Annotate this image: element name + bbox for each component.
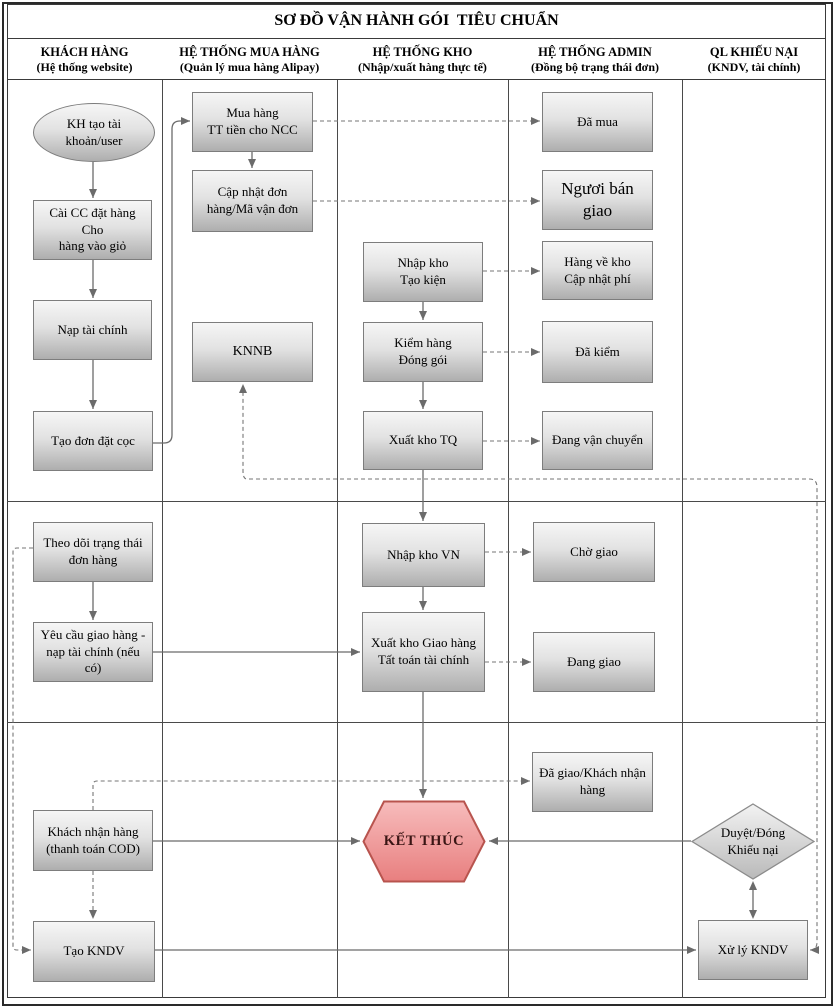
node-dang-giao: Đang giao [533, 632, 655, 692]
node-label: Hàng về kho Cập nhật phí [564, 253, 631, 286]
node-label: Khách nhận hàng (thanh toán COD) [46, 823, 140, 856]
band-divider-1 [7, 501, 826, 502]
node-label: Mua hàng TT tiền cho NCC [207, 105, 298, 137]
node-nap-tai-chinh: Nạp tài chính [33, 300, 152, 360]
node-duyet-dong-khieu-nai: Duyệt/Đóng Khiếu nại [691, 803, 815, 880]
node-kh-tao-tai-khoan: KH tạo tài khoản/user [33, 103, 155, 162]
node-xuat-kho-giao-hang: Xuất kho Giao hàng Tất toán tài chính [362, 612, 485, 692]
node-nhap-kho-tao-kien: Nhập kho Tạo kiện [363, 242, 483, 302]
node-label: Chờ giao [570, 543, 618, 559]
lane-header-admin: HỆ THỐNG ADMIN (Đồng bộ trạng thái đơn) [508, 39, 682, 80]
node-label: Nhập kho VN [387, 546, 460, 562]
node-xu-ly-kndv: Xử lý KNDV [698, 920, 808, 980]
node-cai-cc-dat-hang: Cài CC đặt hàng Cho hàng vào giỏ [33, 200, 152, 260]
node-theo-doi-trang-thai: Theo dõi trạng thái đơn hàng [33, 522, 153, 582]
lane-name: QL KHIẾU NẠI [709, 44, 799, 59]
node-khach-nhan-hang: Khách nhận hàng (thanh toán COD) [33, 810, 153, 871]
node-label: Đã kiểm [575, 343, 620, 359]
node-label: Đã giao/Khách nhận hàng [539, 765, 646, 797]
end-hexagon-shape [362, 800, 486, 883]
diagram-title: SƠ ĐỒ VẬN HÀNH GÓI TIÊU CHUẨN [7, 4, 826, 39]
lane-header-mua-hang: HỆ THỐNG MUA HÀNG (Quản lý mua hàng Alip… [162, 39, 337, 80]
node-knnb: KNNB [192, 322, 313, 382]
node-cap-nhat-don: Cập nhật đơn hàng/Mã vận đơn [192, 170, 313, 232]
lane-name: HỆ THỐNG ADMIN [538, 44, 652, 59]
node-label: Kiểm hàng Đóng gói [394, 335, 452, 367]
node-da-giao-khach-nhan: Đã giao/Khách nhận hàng [532, 752, 653, 812]
node-dang-van-chuyen: Đang vận chuyển [542, 411, 653, 470]
node-label: Đang vận chuyển [552, 432, 643, 448]
band-divider-2 [7, 722, 826, 723]
lane-subtitle: (Đồng bộ trạng thái đơn) [531, 59, 659, 74]
lane-divider-1 [162, 80, 163, 998]
node-label: Nạp tài chính [57, 321, 128, 337]
node-kiem-hang: Kiểm hàng Đóng gói [363, 322, 483, 382]
lane-name: HỆ THỐNG MUA HÀNG [179, 44, 320, 59]
lane-header-khach-hang: KHÁCH HÀNG (Hệ thống website) [7, 39, 162, 80]
lane-divider-3 [508, 80, 509, 998]
node-label: Tạo đơn đặt cọc [51, 432, 135, 448]
node-label: Xuất kho Giao hàng Tất toán tài chính [370, 635, 477, 667]
node-label: Theo dõi trạng thái đơn hàng [43, 535, 143, 567]
lane-subtitle: (Quản lý mua hàng Alipay) [179, 59, 320, 74]
lane-header-kho: HỆ THỐNG KHO (Nhập/xuất hàng thực tế) [337, 39, 508, 80]
node-label: Nhập kho Tạo kiện [397, 255, 449, 287]
node-label: Yêu cầu giao hàng - nạp tài chính (nếu c… [40, 626, 146, 676]
node-label: Đã mua [577, 113, 618, 129]
node-cho-giao: Chờ giao [533, 522, 655, 582]
node-mua-hang: Mua hàng TT tiền cho NCC [192, 92, 313, 152]
node-label: KH tạo tài khoản/user [65, 115, 123, 148]
lane-subtitle: (Hệ thống website) [36, 59, 133, 74]
node-label: Xuất kho TQ [388, 432, 458, 448]
node-da-mua: Đã mua [542, 92, 653, 152]
node-label: Cập nhật đơn hàng/Mã vận đơn [206, 184, 299, 216]
lane-name: KHÁCH HÀNG [40, 44, 129, 59]
node-yeu-cau-giao-hang: Yêu cầu giao hàng - nạp tài chính (nếu c… [33, 622, 153, 682]
lane-header-row: KHÁCH HÀNG (Hệ thống website) HỆ THỐNG M… [7, 39, 826, 80]
node-nhap-kho-vn: Nhập kho VN [362, 523, 485, 587]
node-hang-ve-kho: Hàng về kho Cập nhật phí [542, 241, 653, 300]
lane-name: HỆ THỐNG KHO [372, 44, 473, 59]
node-label: Xử lý KNDV [717, 941, 789, 957]
node-tao-kndv: Tạo KNDV [33, 921, 155, 982]
node-label: KNNB [232, 343, 273, 359]
lane-divider-2 [337, 80, 338, 998]
decision-diamond-shape [691, 803, 815, 880]
node-ket-thuc: KẾT THÚC [362, 800, 486, 883]
lane-subtitle: (KNDV, tài chính) [707, 59, 801, 74]
node-da-kiem: Đã kiểm [542, 321, 653, 383]
node-label: Đang giao [567, 653, 621, 669]
node-xuat-kho-tq: Xuất kho TQ [363, 411, 483, 470]
node-label: Cài CC đặt hàng Cho hàng vào giỏ [49, 204, 136, 254]
node-label: KẾT THÚC [383, 833, 465, 850]
node-nguoi-ban-giao: Ngươi bán giao [542, 170, 653, 230]
node-label: Duyệt/Đóng Khiếu nại [720, 824, 786, 857]
lane-divider-4 [682, 80, 683, 998]
node-tao-don-dat-coc: Tạo đơn đặt cọc [33, 411, 153, 471]
node-label: Ngươi bán giao [561, 178, 634, 220]
lane-subtitle: (Nhập/xuất hàng thực tế) [358, 59, 487, 74]
lane-header-khieu-nai: QL KHIẾU NẠI (KNDV, tài chính) [682, 39, 826, 80]
node-label: Tạo KNDV [63, 943, 125, 959]
